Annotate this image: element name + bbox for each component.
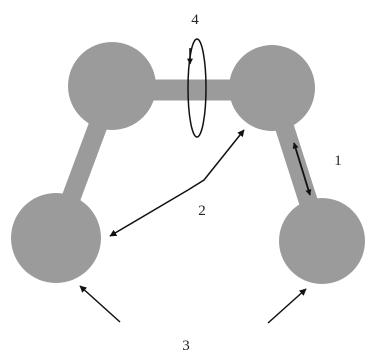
nonbonded-arrows <box>79 285 307 324</box>
nonbonded-arrow-left-icon <box>79 285 121 323</box>
atom-top-left <box>68 42 156 130</box>
bend-arrows <box>109 129 245 237</box>
atom-bottom-right <box>279 198 365 284</box>
label-torsion: 4 <box>191 12 199 28</box>
bend-arrow-to-bottom-left-icon <box>109 189 189 237</box>
atoms <box>11 42 365 284</box>
label-bend: 2 <box>198 203 206 219</box>
torsion-indicator <box>187 38 207 138</box>
atom-bottom-left <box>11 193 101 283</box>
stretch-double-arrow-icon <box>292 142 312 196</box>
nonbonded-arrow-right-icon <box>267 288 307 324</box>
bend-arrow-to-top-right-icon <box>187 129 245 191</box>
rotation-ellipse <box>187 38 207 138</box>
atom-top-right <box>229 45 315 131</box>
label-nonbonded: 3 <box>182 338 190 354</box>
label-stretch: 1 <box>334 153 342 169</box>
